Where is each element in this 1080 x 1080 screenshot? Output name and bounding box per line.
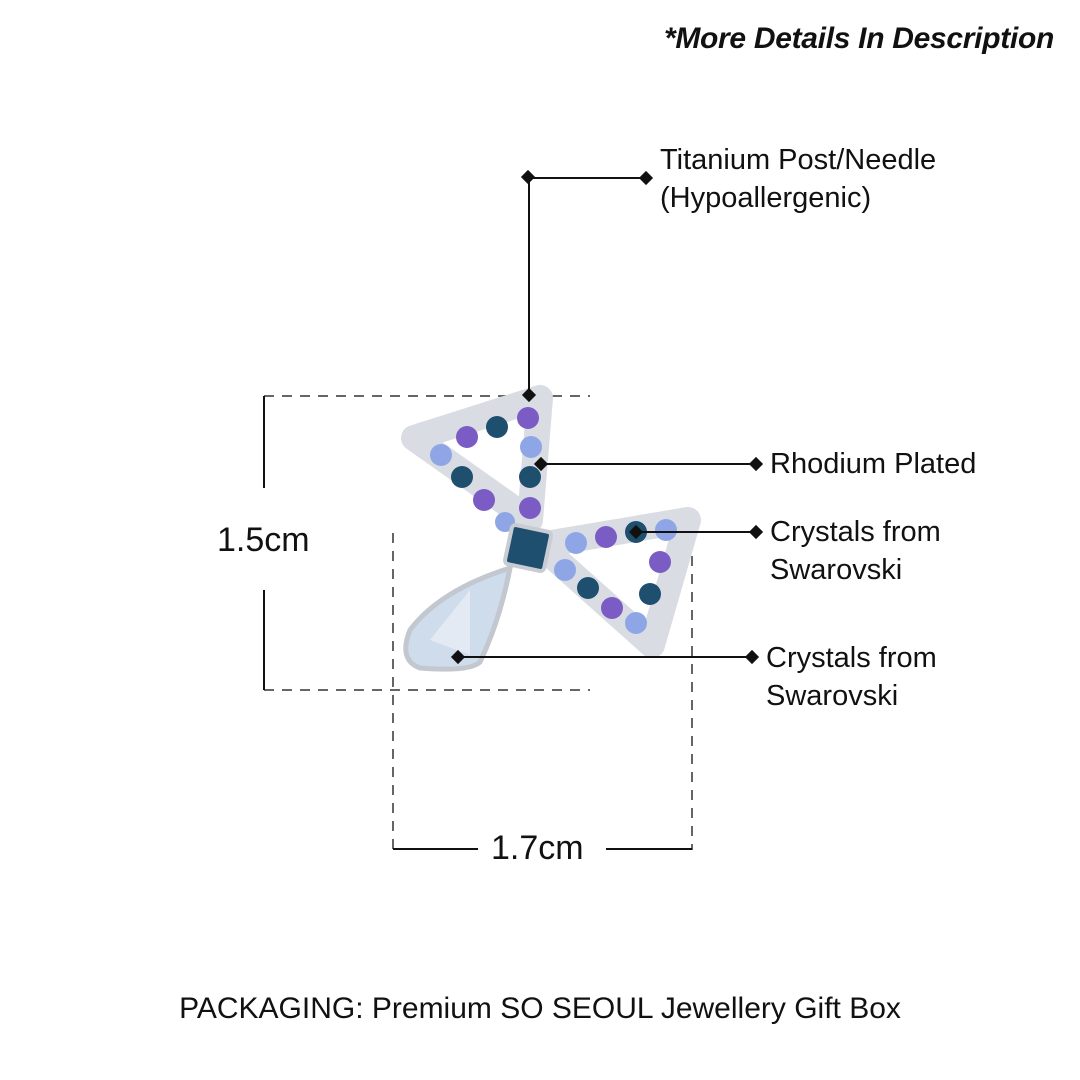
height-dimension-label: 1.5cm (217, 521, 310, 559)
callout-line1: Rhodium Plated (770, 448, 977, 480)
callout-line2: Swarovski (770, 554, 903, 586)
callout-crystals-lower: Crystals from Swarovski (766, 639, 937, 715)
callout-line2: Swarovski (766, 680, 899, 712)
callout-line1: Titanium Post/Needle (660, 144, 937, 176)
callout-titanium-post: Titanium Post/Needle (Hypoallergenic) (660, 141, 936, 217)
callout-rhodium-plated: Rhodium Plated (770, 445, 976, 483)
callout-line1: Crystals from (770, 516, 941, 548)
more-details-note: *More Details In Description (663, 22, 1054, 55)
callout-lines (450, 169, 764, 665)
callout-line2: (Hypoallergenic) (660, 182, 872, 214)
callout-line1: Crystals from (766, 642, 937, 674)
earring-illustration (401, 385, 701, 672)
packaging-text: PACKAGING: Premium SO SEOUL Jewellery Gi… (179, 992, 901, 1025)
width-dimension-label: 1.7cm (491, 829, 584, 867)
callout-crystals-upper: Crystals from Swarovski (770, 513, 941, 589)
